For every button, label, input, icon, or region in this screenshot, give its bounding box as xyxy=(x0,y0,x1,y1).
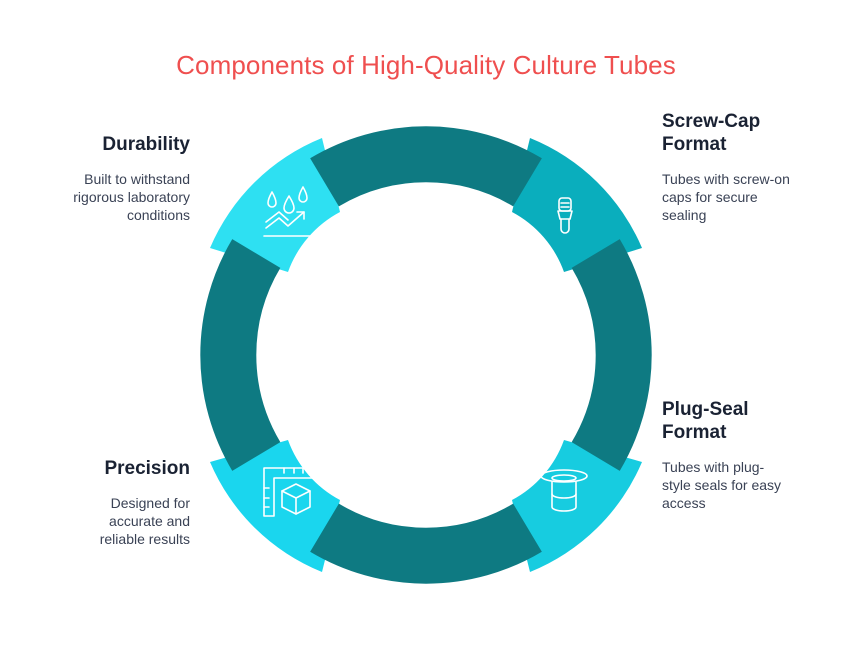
component-description: Tubes with screw-on caps for secure seal… xyxy=(662,170,852,224)
component-heading: Screw-Cap Format xyxy=(662,110,852,156)
component-precision: Precision Designed for accurate and reli… xyxy=(0,457,190,548)
description-line: style seals for easy xyxy=(662,477,782,493)
description-line: accurate and xyxy=(109,513,190,529)
water-drops-trend-icon xyxy=(263,186,311,237)
heading-line: Format xyxy=(662,422,727,443)
description-line: Tubes with plug- xyxy=(662,459,765,475)
ring-segment-right xyxy=(571,239,652,471)
description-line: rigorous laboratory xyxy=(73,189,190,205)
description-line: Built to withstand xyxy=(84,171,190,187)
ring-segment-bottom xyxy=(310,503,542,584)
tab-screw-cap xyxy=(512,138,642,272)
description-line: access xyxy=(662,495,706,511)
description-line: sealing xyxy=(662,207,707,223)
component-plug-seal: Plug-Seal Format Tubes with plug- style … xyxy=(662,398,852,512)
component-description: Tubes with plug- style seals for easy ac… xyxy=(662,458,852,512)
ruler-cube-icon xyxy=(263,467,313,517)
description-line: caps for secure xyxy=(662,189,758,205)
heading-line: Screw-Cap xyxy=(662,111,761,132)
tab-plug-seal xyxy=(512,440,642,572)
component-description: Built to withstand rigorous laboratory c… xyxy=(0,170,190,224)
description-line: conditions xyxy=(126,207,190,223)
description-line: Designed for xyxy=(110,495,190,511)
component-heading: Plug-Seal Format xyxy=(662,398,852,444)
ring-segment-left xyxy=(200,239,281,471)
component-durability: Durability Built to withstand rigorous l… xyxy=(0,133,190,224)
description-line: reliable results xyxy=(99,531,190,547)
ring-segment-top xyxy=(310,126,542,207)
page-title: Components of High-Quality Culture Tubes xyxy=(176,50,676,80)
component-heading: Precision xyxy=(104,458,190,479)
heading-line: Plug-Seal xyxy=(662,399,749,420)
tab-precision xyxy=(210,440,340,572)
heading-line: Format xyxy=(662,134,727,155)
description-line: Tubes with screw-on xyxy=(662,171,790,187)
screw-cap-tube-icon xyxy=(557,197,573,234)
component-description: Designed for accurate and reliable resul… xyxy=(0,494,190,548)
component-screw-cap: Screw-Cap Format Tubes with screw-on cap… xyxy=(662,110,852,224)
plug-seal-tube-icon xyxy=(540,469,588,512)
component-heading: Durability xyxy=(102,134,190,155)
